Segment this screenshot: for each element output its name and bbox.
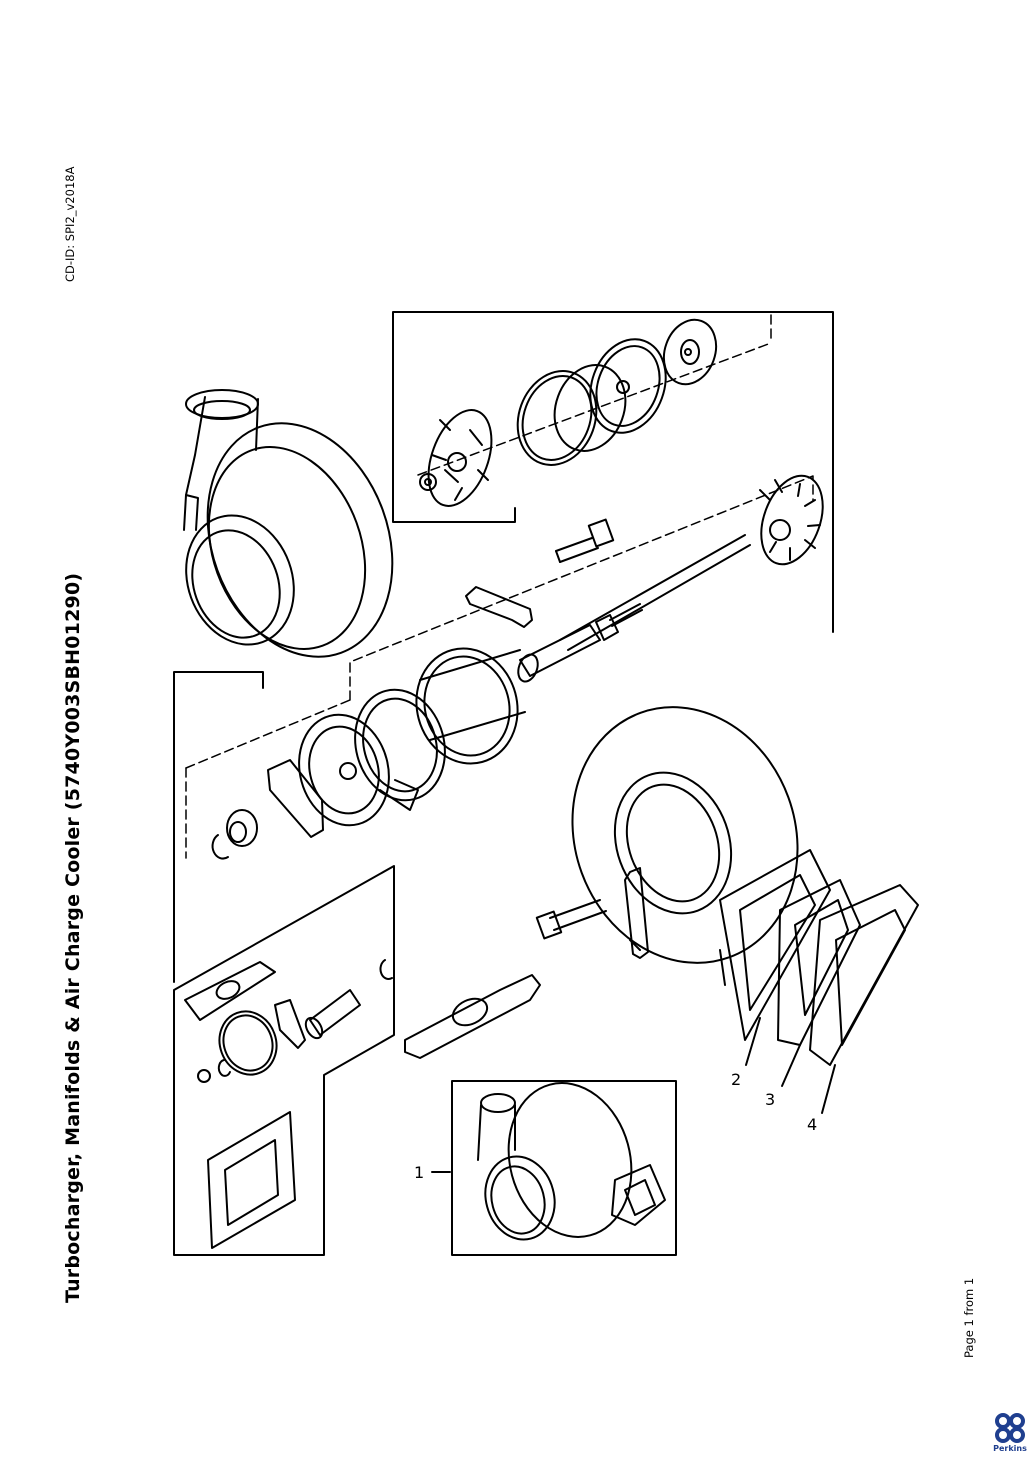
kit-oil-plate	[274, 999, 306, 1049]
oil-drain-gasket	[404, 974, 541, 1059]
gasket-oil-inlet	[267, 759, 324, 838]
outlet-gasket-3	[777, 879, 861, 1046]
leader-3	[781, 1044, 801, 1087]
kit-gasket-top	[184, 961, 276, 1021]
link-plate-lower	[624, 867, 649, 959]
circlip-small	[211, 834, 229, 860]
kit-o-ring	[218, 1010, 278, 1076]
thrust-collar	[662, 318, 718, 386]
kit-clip	[379, 959, 393, 980]
kit-flange-gasket	[207, 1111, 296, 1249]
callout-3: 3	[765, 1090, 776, 1109]
perkins-logo-icon	[995, 1413, 1025, 1443]
turbine-shaft	[559, 474, 824, 651]
outlet-gasket-2	[719, 849, 831, 1041]
kit-nut	[197, 1069, 211, 1083]
compressor-housing	[183, 389, 394, 658]
collar-fitting	[226, 809, 258, 847]
sleeve-bearing	[517, 614, 619, 683]
kit-clip-small	[217, 1059, 231, 1077]
link-plate-upper	[465, 586, 533, 628]
leader-4	[821, 1064, 836, 1114]
kit-collar	[304, 989, 361, 1040]
circlip-ring	[516, 364, 627, 466]
callout-2: 2	[731, 1070, 742, 1089]
heat-shield	[354, 688, 446, 811]
seal-plate	[589, 338, 667, 434]
callout-1: 1	[414, 1163, 425, 1182]
bearing-housing-flange	[298, 713, 390, 827]
inset-box-compressor-wheel	[392, 311, 834, 633]
ring-bearing-housing-cover	[415, 647, 526, 765]
inset-box-assembly	[451, 1080, 677, 1256]
perkins-logo-text: Perkins	[993, 1444, 1027, 1453]
perkins-logo: Perkins	[990, 1412, 1030, 1458]
bolt-upper	[555, 518, 615, 563]
outlet-adapter-4	[809, 884, 919, 1066]
bolt-lower	[535, 899, 607, 940]
callout-4: 4	[807, 1115, 818, 1134]
turbo-assembly	[477, 1082, 666, 1241]
compressor-wheel	[419, 409, 493, 507]
kit-o-ring-inner	[222, 1014, 274, 1072]
inset-box-kit	[173, 865, 395, 1256]
leader-2	[745, 1017, 761, 1066]
inset-box-bearing-housing	[173, 671, 264, 983]
